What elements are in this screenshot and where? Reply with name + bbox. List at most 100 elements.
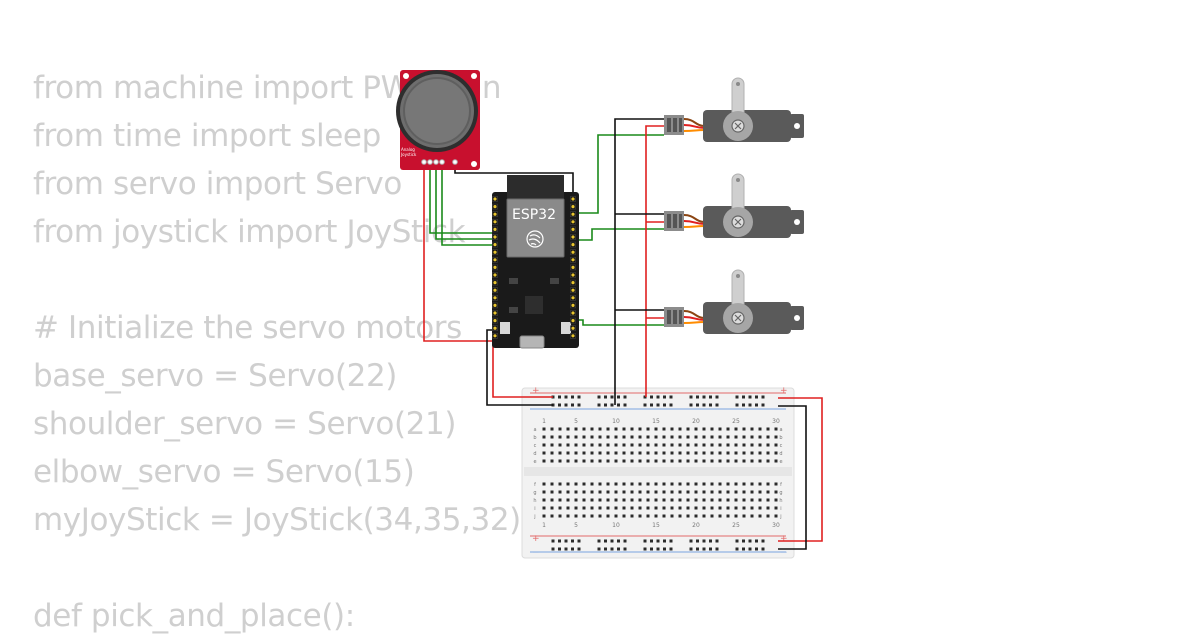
rail-hole[interactable] — [610, 403, 614, 407]
breadboard-hole[interactable] — [646, 506, 650, 510]
rail-hole[interactable] — [755, 547, 758, 551]
breadboard-hole[interactable] — [622, 459, 626, 463]
en-button[interactable] — [561, 322, 571, 334]
breadboard-hole[interactable] — [758, 498, 762, 502]
breadboard-hole[interactable] — [566, 443, 570, 447]
breadboard-hole[interactable] — [566, 482, 570, 486]
breadboard-hole[interactable] — [590, 482, 594, 486]
rail-hole[interactable] — [761, 547, 765, 551]
breadboard-hole[interactable] — [566, 451, 570, 455]
breadboard-hole[interactable] — [542, 435, 546, 439]
breadboard-hole[interactable] — [638, 427, 642, 431]
breadboard-hole[interactable] — [566, 427, 570, 431]
breadboard-hole[interactable] — [718, 514, 722, 518]
breadboard-hole[interactable] — [734, 459, 738, 463]
breadboard-hole[interactable] — [774, 427, 778, 431]
breadboard-hole[interactable] — [670, 459, 674, 463]
breadboard-hole[interactable] — [622, 514, 626, 518]
breadboard-hole[interactable] — [590, 435, 594, 439]
breadboard-hole[interactable] — [622, 451, 626, 455]
breadboard-hole[interactable] — [550, 459, 554, 463]
rail-hole[interactable] — [715, 547, 719, 551]
breadboard-hole[interactable] — [550, 451, 554, 455]
breadboard-hole[interactable] — [678, 482, 682, 486]
breadboard-hole[interactable] — [582, 443, 586, 447]
breadboard-hole[interactable] — [590, 506, 594, 510]
breadboard-hole[interactable] — [614, 443, 618, 447]
breadboard-hole[interactable] — [614, 506, 618, 510]
breadboard-hole[interactable] — [598, 482, 602, 486]
rail-hole[interactable] — [656, 395, 660, 399]
breadboard-hole[interactable] — [662, 506, 666, 510]
breadboard-hole[interactable] — [742, 459, 746, 463]
breadboard-hole[interactable] — [734, 490, 738, 494]
rail-hole[interactable] — [643, 539, 647, 543]
breadboard-hole[interactable] — [614, 459, 618, 463]
breadboard-hole[interactable] — [574, 514, 578, 518]
breadboard-hole[interactable] — [542, 490, 546, 494]
breadboard-hole[interactable] — [686, 443, 690, 447]
breadboard-hole[interactable] — [758, 451, 762, 455]
joystick-pin[interactable] — [433, 159, 439, 165]
breadboard-hole[interactable] — [542, 514, 546, 518]
breadboard-hole[interactable] — [598, 459, 602, 463]
rail-hole[interactable] — [663, 395, 666, 399]
breadboard-hole[interactable] — [702, 435, 706, 439]
breadboard-hole[interactable] — [598, 435, 602, 439]
breadboard-hole[interactable] — [670, 514, 674, 518]
breadboard-hole[interactable] — [694, 427, 698, 431]
breadboard-hole[interactable] — [734, 514, 738, 518]
breadboard-hole[interactable] — [558, 498, 562, 502]
rail-hole[interactable] — [748, 403, 752, 407]
breadboard-hole[interactable] — [726, 435, 730, 439]
rail-hole[interactable] — [709, 547, 712, 551]
servo-motor[interactable] — [664, 173, 804, 238]
breadboard-hole[interactable] — [750, 490, 754, 494]
breadboard-hole[interactable] — [758, 443, 762, 447]
rail-hole[interactable] — [696, 403, 699, 407]
rail-hole[interactable] — [702, 547, 706, 551]
rail-hole[interactable] — [558, 395, 561, 399]
breadboard-hole[interactable] — [678, 435, 682, 439]
joystick-pin[interactable] — [427, 159, 433, 165]
breadboard-hole[interactable] — [686, 498, 690, 502]
rail-hole[interactable] — [748, 547, 752, 551]
breadboard-hole[interactable] — [742, 482, 746, 486]
rail-hole[interactable] — [761, 539, 765, 543]
breadboard-hole[interactable] — [694, 514, 698, 518]
rail-hole[interactable] — [623, 403, 627, 407]
breadboard-hole[interactable] — [758, 514, 762, 518]
rail-hole[interactable] — [617, 403, 620, 407]
rail-hole[interactable] — [742, 539, 745, 543]
breadboard-hole[interactable] — [702, 498, 706, 502]
breadboard-hole[interactable] — [582, 451, 586, 455]
joystick-pin[interactable] — [421, 159, 427, 165]
breadboard-hole[interactable] — [646, 459, 650, 463]
breadboard-hole[interactable] — [606, 459, 610, 463]
rail-hole[interactable] — [663, 539, 666, 543]
breadboard-hole[interactable] — [574, 498, 578, 502]
breadboard-hole[interactable] — [678, 427, 682, 431]
rail-hole[interactable] — [551, 547, 555, 551]
breadboard-hole[interactable] — [590, 427, 594, 431]
breadboard-hole[interactable] — [646, 514, 650, 518]
breadboard-hole[interactable] — [558, 490, 562, 494]
breadboard-hole[interactable] — [590, 459, 594, 463]
rail-hole[interactable] — [755, 395, 758, 399]
breadboard-hole[interactable] — [574, 506, 578, 510]
breadboard-hole[interactable] — [582, 459, 586, 463]
breadboard-hole[interactable] — [678, 451, 682, 455]
rail-hole[interactable] — [715, 403, 719, 407]
rail-hole[interactable] — [597, 539, 601, 543]
breadboard-hole[interactable] — [758, 459, 762, 463]
rail-hole[interactable] — [689, 403, 693, 407]
rail-hole[interactable] — [643, 547, 647, 551]
breadboard-hole[interactable] — [678, 490, 682, 494]
breadboard-hole[interactable] — [726, 451, 730, 455]
breadboard-hole[interactable] — [774, 435, 778, 439]
breadboard-hole[interactable] — [742, 490, 746, 494]
breadboard-hole[interactable] — [694, 443, 698, 447]
breadboard-hole[interactable] — [694, 435, 698, 439]
breadboard-hole[interactable] — [734, 427, 738, 431]
breadboard-hole[interactable] — [550, 482, 554, 486]
